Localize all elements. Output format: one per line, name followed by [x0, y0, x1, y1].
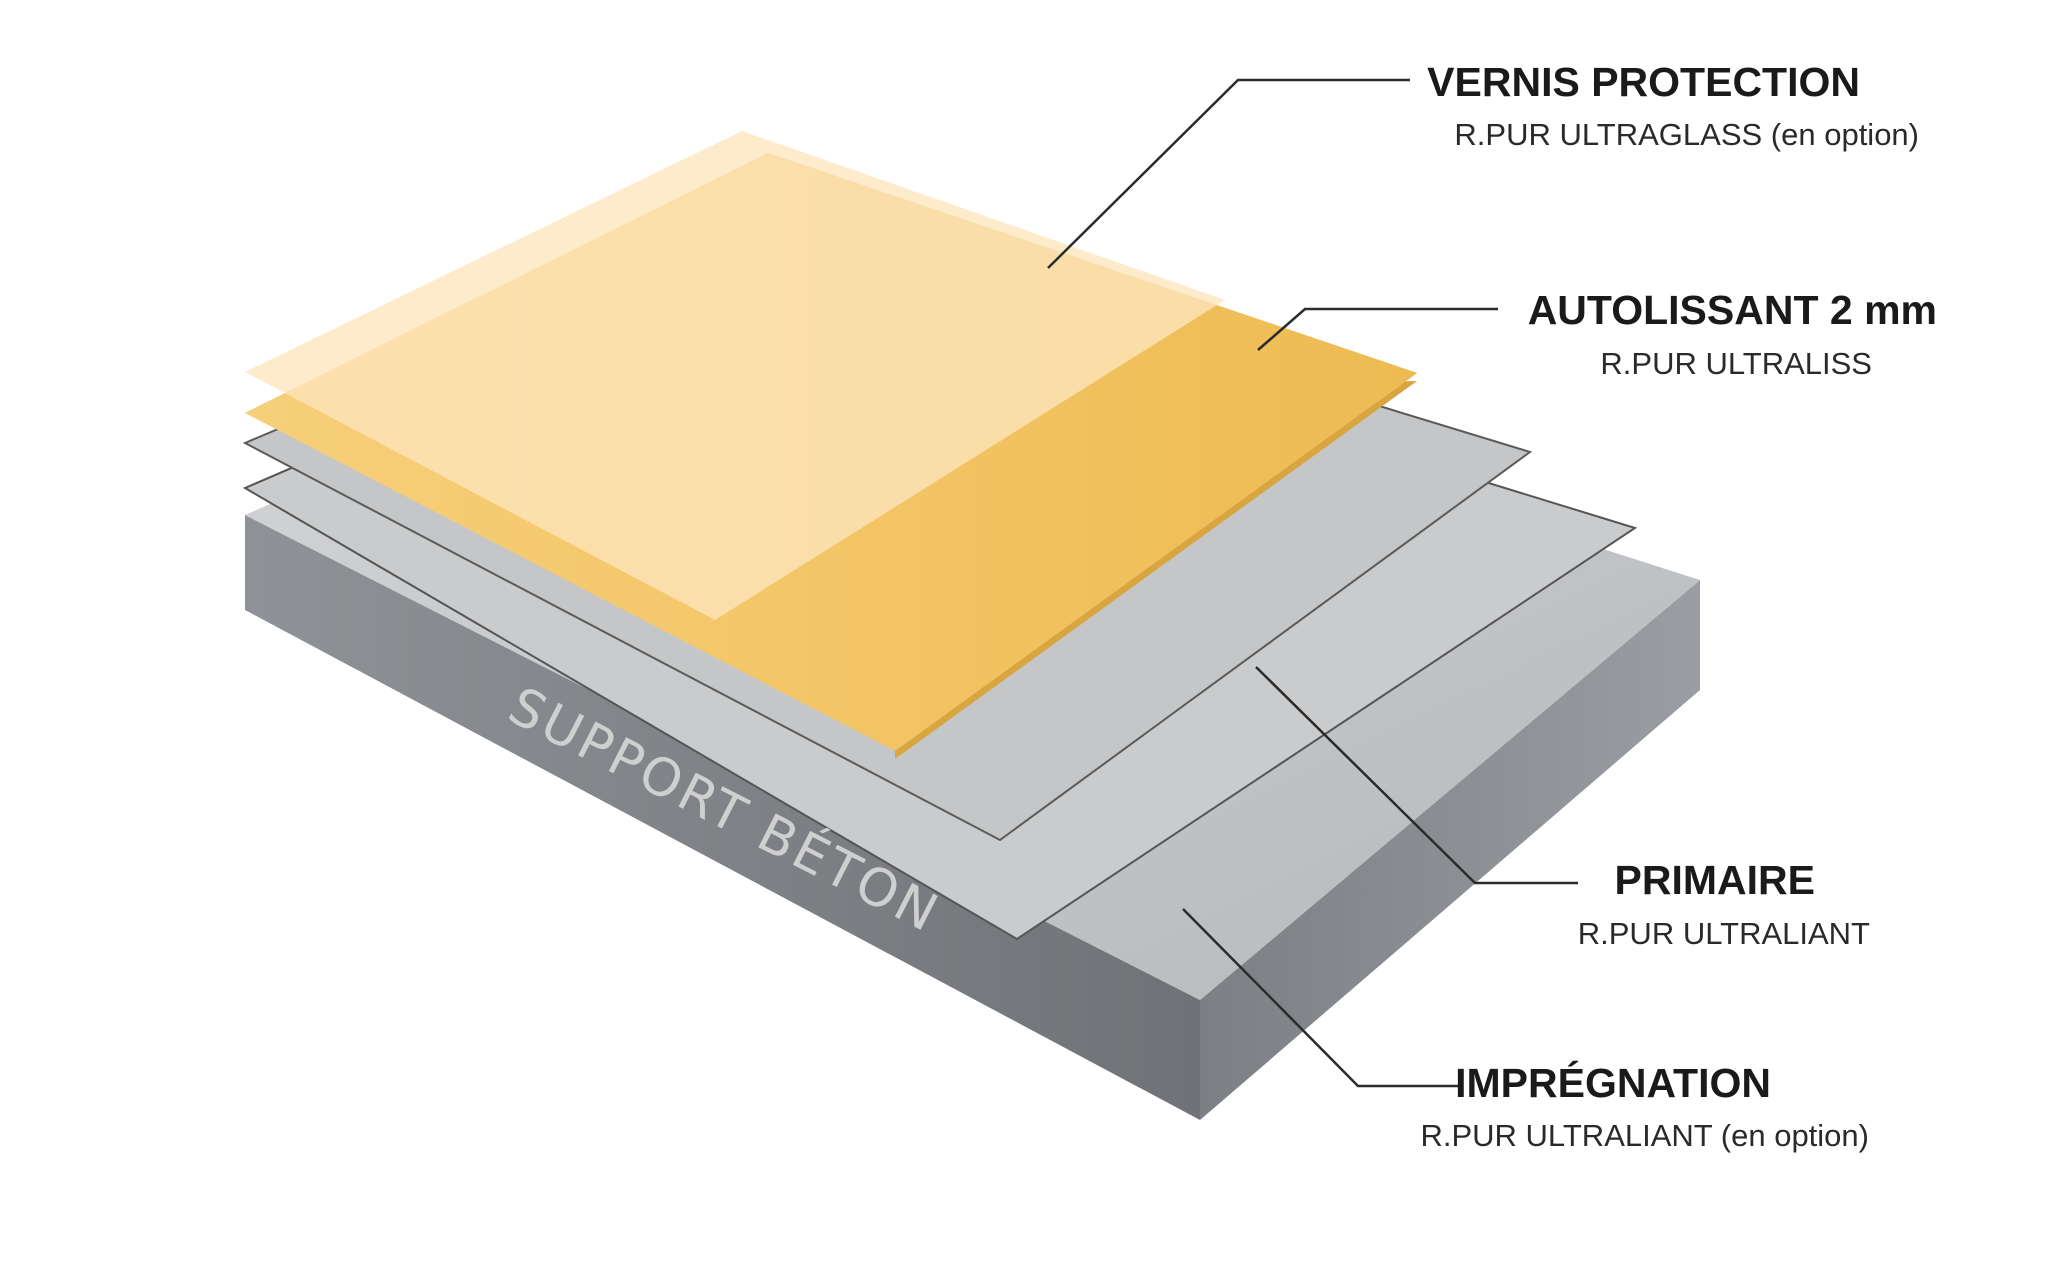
impregnation-leader: [1182, 908, 1458, 1088]
autolissant-leader: [1257, 307, 1498, 351]
concrete-side-face: [1200, 580, 1700, 1120]
vernis-subtitle: R.PUR ULTRAGLASS (en option): [1454, 117, 1919, 152]
vernis-sheet: [245, 131, 1225, 620]
impregnation-title: IMPRÉGNATION: [1455, 1060, 1771, 1106]
concrete-front-face: [245, 515, 1200, 1120]
autolissant-subtitle: R.PUR ULTRALISS: [1600, 346, 1872, 381]
primaire-leader: [1255, 666, 1578, 885]
vernis-title: VERNIS PROTECTION: [1427, 59, 1860, 105]
primaire-title: PRIMAIRE: [1615, 857, 1815, 903]
autolissant-title: AUTOLISSANT 2 mm: [1528, 287, 1937, 333]
primaire-subtitle: R.PUR ULTRALIANT: [1578, 916, 1870, 951]
impregnation-subtitle: R.PUR ULTRALIANT (en option): [1420, 1118, 1869, 1153]
vernis-leader: [1047, 78, 1410, 269]
